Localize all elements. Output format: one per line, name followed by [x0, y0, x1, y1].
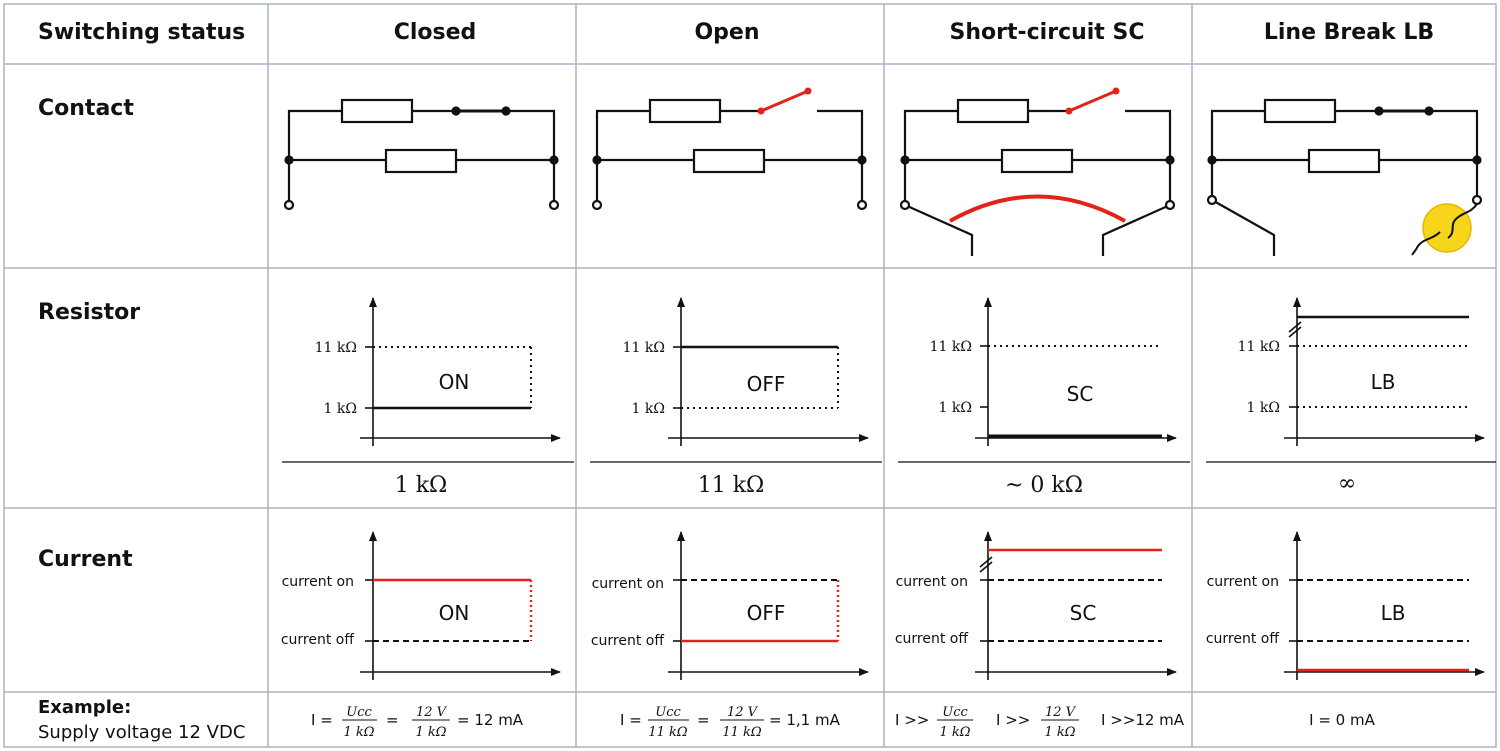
svg-text:1 kΩ: 1 kΩ — [1044, 725, 1075, 740]
current-tick-high-sc: current on — [896, 574, 968, 590]
svg-text:12 V: 12 V — [1045, 705, 1077, 720]
svg-text:12 V: 12 V — [727, 705, 759, 720]
svg-text:I =: I = — [620, 711, 642, 729]
resistor-chart-open — [590, 297, 882, 463]
svg-text:1 kΩ: 1 kΩ — [415, 725, 446, 740]
svg-text:11 kΩ: 11 kΩ — [648, 725, 688, 740]
svg-text:I >>12 mA: I >>12 mA — [1101, 711, 1185, 729]
row-label-current: Current — [38, 547, 133, 572]
current-state-closed: ON — [439, 601, 470, 625]
resistance-value-sc: ~ 0 kΩ — [1005, 473, 1083, 498]
current-tick-low-closed: current off — [281, 632, 355, 648]
current-state-lb: LB — [1381, 601, 1406, 625]
current-tick-high-open: current on — [592, 576, 664, 592]
row-label-example-supply: Supply voltage 12 VDC — [38, 722, 245, 743]
current-tick-high-lb: current on — [1207, 574, 1279, 590]
contact-circuit-closed — [283, 98, 560, 211]
table-grid — [3, 3, 1497, 748]
header-short-circuit: Short-circuit SC — [950, 20, 1145, 45]
current-tick-low-open: current off — [591, 633, 665, 649]
resistor-state-sc: SC — [1067, 382, 1094, 406]
svg-text:= 1,1 mA: = 1,1 mA — [769, 711, 841, 729]
row-label-example: Example: — [38, 697, 131, 718]
resistance-value-open: 11 kΩ — [698, 473, 765, 498]
example-formula-lb: I = 0 mA — [1309, 711, 1375, 729]
svg-text:=: = — [697, 711, 710, 729]
resistor-chart-lb — [1206, 297, 1496, 463]
resistance-value-lb: ∞ — [1338, 471, 1356, 496]
resistor-state-closed: ON — [439, 370, 470, 394]
resistance-value-closed: 1 kΩ — [395, 473, 448, 498]
svg-text:=: = — [386, 711, 399, 729]
example-formula-closed: I = Ucc 1 kΩ = 12 V 1 kΩ = 12 mA — [311, 705, 524, 740]
resistor-tick-low-sc: 1 kΩ — [939, 400, 972, 416]
header-switching-status: Switching status — [38, 20, 245, 45]
contact-circuit-line-break — [1206, 98, 1483, 256]
resistor-tick-high-closed: 11 kΩ — [315, 340, 357, 356]
example-formula-open: I = Ucc 11 kΩ = 12 V 11 kΩ = 1,1 mA — [620, 705, 841, 740]
current-chart-open — [668, 531, 869, 680]
header-closed: Closed — [394, 20, 477, 45]
svg-text:1 kΩ: 1 kΩ — [343, 725, 374, 740]
svg-text:12 V: 12 V — [416, 705, 448, 720]
resistor-tick-high-sc: 11 kΩ — [930, 339, 972, 355]
resistor-state-open: OFF — [747, 372, 786, 396]
row-label-resistor: Resistor — [38, 300, 140, 325]
example-formula-sc: I >> Ucc 1 kΩ I >> 12 V 1 kΩ I >>12 mA — [895, 705, 1185, 740]
open-switch-lever — [757, 87, 812, 115]
current-chart-closed — [360, 531, 561, 680]
svg-text:Ucc: Ucc — [655, 705, 681, 720]
contact-circuit-open — [591, 98, 868, 211]
resistor-chart-closed — [282, 297, 574, 463]
row-label-contact: Contact — [38, 96, 134, 121]
header-line-break: Line Break LB — [1264, 20, 1434, 45]
contact-circuit-short-circuit — [899, 98, 1176, 256]
svg-text:I >>: I >> — [895, 711, 929, 729]
resistor-tick-low-open: 1 kΩ — [632, 401, 665, 417]
resistor-tick-low-lb: 1 kΩ — [1247, 400, 1280, 416]
current-chart-sc — [975, 531, 1177, 680]
svg-text:Ucc: Ucc — [346, 705, 372, 720]
svg-text:I =: I = — [311, 711, 333, 729]
resistor-chart-sc — [898, 297, 1190, 463]
svg-text:I >>: I >> — [996, 711, 1030, 729]
current-state-sc: SC — [1070, 601, 1097, 625]
resistor-tick-high-open: 11 kΩ — [623, 340, 665, 356]
current-tick-low-lb: current off — [1206, 631, 1280, 647]
svg-text:= 12 mA: = 12 mA — [457, 711, 524, 729]
header-open: Open — [694, 20, 759, 45]
current-tick-high-closed: current on — [282, 574, 354, 590]
svg-text:Ucc: Ucc — [942, 705, 968, 720]
resistor-tick-high-lb: 11 kΩ — [1238, 339, 1280, 355]
resistor-state-lb: LB — [1371, 370, 1396, 394]
svg-text:11 kΩ: 11 kΩ — [722, 725, 762, 740]
current-chart-lb — [1284, 531, 1485, 680]
resistor-tick-low-closed: 1 kΩ — [324, 401, 357, 417]
svg-text:1 kΩ: 1 kΩ — [939, 725, 970, 740]
short-circuit-bridge — [949, 194, 1126, 223]
current-state-open: OFF — [747, 601, 786, 625]
current-tick-low-sc: current off — [895, 631, 969, 647]
line-break-cut-icon — [1411, 203, 1478, 256]
sc-switch-lever — [1065, 87, 1120, 115]
